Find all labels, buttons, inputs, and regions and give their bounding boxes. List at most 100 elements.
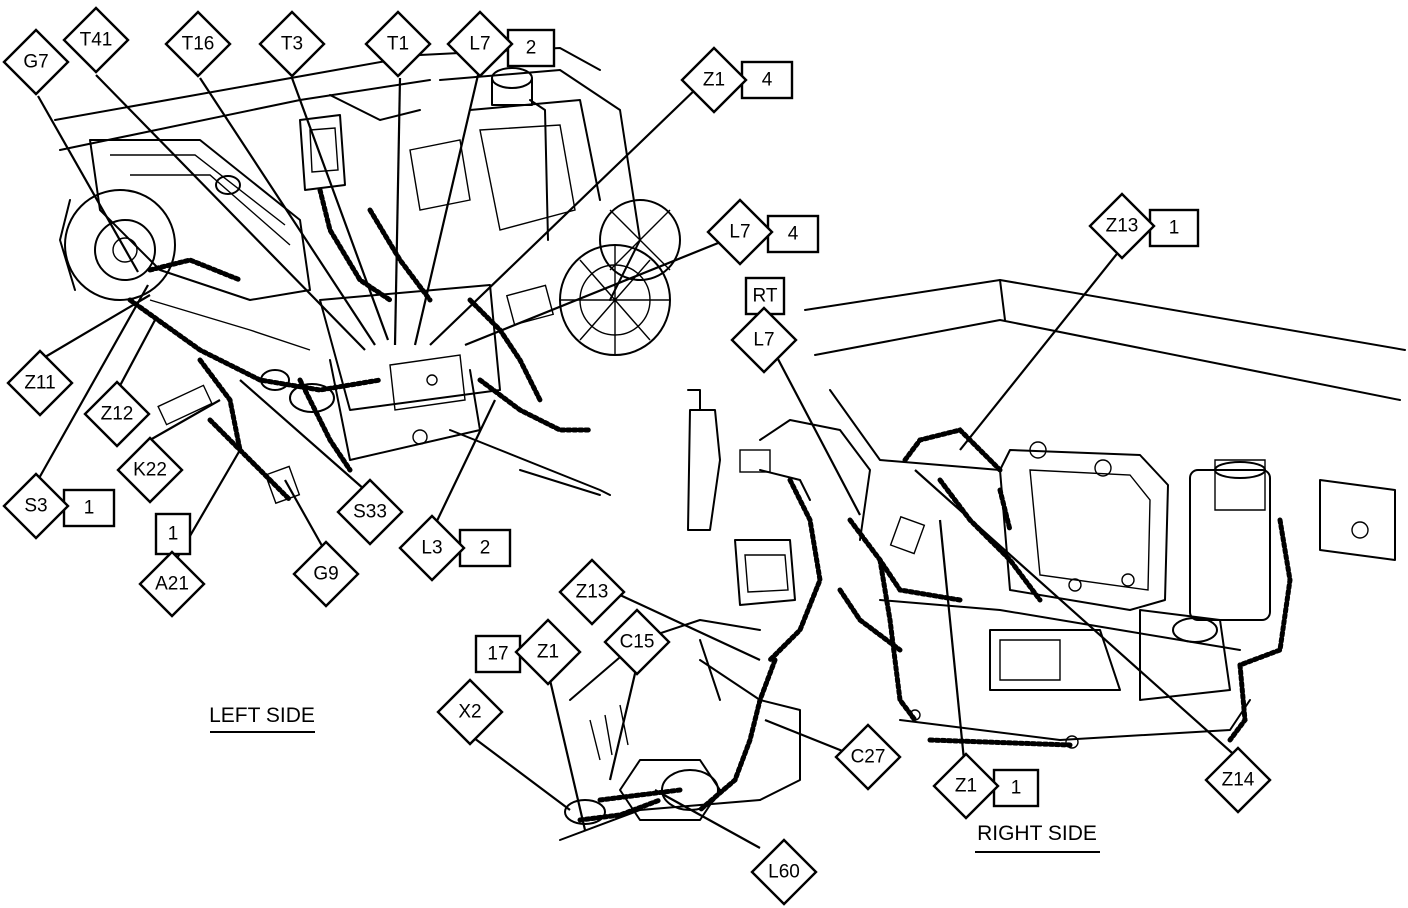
callout-code: L7 — [729, 222, 750, 243]
callout-g7: G7 — [2, 28, 70, 96]
callout-code: G9 — [313, 564, 338, 585]
callout-number-box — [740, 60, 794, 100]
callout-code: L7 — [753, 330, 774, 351]
callout-code: G7 — [23, 52, 48, 73]
callout-l60: L60 — [750, 838, 818, 906]
right-side-label: RIGHT SIDE — [975, 822, 1100, 853]
callout-code: S33 — [353, 502, 387, 523]
callout-diamond — [83, 380, 151, 448]
callout-code: C15 — [620, 632, 655, 653]
callout-number: 2 — [526, 38, 537, 59]
callout-z11: Z11 — [6, 349, 74, 417]
right-side-text: RIGHT SIDE — [977, 822, 1097, 845]
callout-code: L7 — [469, 34, 490, 55]
callout-diamond — [1088, 192, 1156, 260]
callout-number: 2 — [480, 538, 491, 559]
callout-z1-4: 4 Z1 — [680, 46, 794, 114]
callout-z1-17: 17 Z1 — [474, 618, 582, 686]
callout-diamond — [116, 436, 184, 504]
callout-x2: X2 — [436, 678, 504, 746]
callout-c27: C27 — [834, 723, 902, 791]
left-side-engine-drawing — [54, 47, 681, 505]
callout-diamond — [834, 723, 902, 791]
callout-diamond — [680, 46, 748, 114]
callout-code: Z1 — [537, 642, 559, 663]
callout-code: L3 — [421, 538, 442, 559]
callout-diamond — [2, 28, 70, 96]
callout-l7-4: 4L7 — [706, 198, 820, 266]
callout-diamond — [2, 472, 70, 540]
callout-number: 1 — [168, 524, 179, 545]
callout-diamond — [730, 306, 798, 374]
callout-k22: K22 — [116, 436, 184, 504]
callout-z13: Z13 — [558, 558, 626, 626]
callout-diamond — [62, 6, 130, 74]
callout-code: Z12 — [101, 404, 134, 425]
callout-code: Z1 — [955, 776, 977, 797]
callout-code: T3 — [281, 34, 303, 55]
callout-diamond — [6, 349, 74, 417]
callout-diamond — [436, 678, 504, 746]
callout-t16: T16 — [164, 10, 232, 78]
callout-code: T41 — [80, 30, 113, 51]
callout-c15: C15 — [603, 608, 671, 676]
callout-z1-1: 1 Z1 — [932, 752, 1040, 820]
callout-code: T16 — [182, 34, 215, 55]
callout-number: 17 — [487, 644, 508, 665]
callout-number: 1 — [84, 498, 95, 519]
callout-diamond — [932, 752, 1000, 820]
callout-code: T1 — [387, 34, 409, 55]
right-side-engine-drawing — [687, 279, 1406, 749]
callout-s33: S33 — [336, 478, 404, 546]
callout-diamond — [446, 10, 514, 78]
callout-t3: T3 — [258, 10, 326, 78]
callout-g9: G9 — [292, 540, 360, 608]
callout-rt-l7: RT L7 — [730, 276, 798, 374]
callout-diamond — [750, 838, 818, 906]
callout-z13-1: 1 Z13 — [1088, 192, 1200, 260]
callout-diamond — [398, 514, 466, 582]
callout-diamond — [364, 10, 432, 78]
callout-diamond — [292, 540, 360, 608]
callout-leader-lines — [37, 74, 1241, 849]
callout-l3-2: 2 L3 — [398, 514, 512, 582]
callout-diamond — [258, 10, 326, 78]
callout-t41: T41 — [62, 6, 130, 74]
callout-number-box — [1148, 208, 1200, 248]
callout-number: 1 — [1169, 218, 1180, 239]
callout-code: Z11 — [24, 373, 55, 394]
callout-number: RT — [753, 286, 778, 307]
callout-code: Z13 — [576, 582, 609, 603]
callout-diamond — [336, 478, 404, 546]
callout-diamond — [164, 10, 232, 78]
callout-code: S3 — [24, 496, 47, 517]
callout-diamond — [1204, 746, 1272, 814]
callout-number: 4 — [762, 70, 773, 91]
callout-z12: Z12 — [83, 380, 151, 448]
callout-diamond — [558, 558, 626, 626]
callout-z14: Z14 — [1204, 746, 1272, 814]
callout-code: C27 — [851, 747, 886, 768]
callout-s3-1: 1 S3 — [2, 472, 116, 540]
left-side-label: LEFT SIDE — [209, 704, 315, 733]
callout-number-box — [766, 214, 820, 254]
callout-number-box — [458, 528, 512, 568]
callout-code: Z1 — [703, 70, 725, 91]
callout-t1: T1 — [364, 10, 432, 78]
headlamp-area-drawing — [559, 619, 801, 841]
callout-diamond — [706, 198, 774, 266]
callout-code: A21 — [155, 574, 189, 595]
callout-number-box — [154, 512, 192, 556]
callout-diamond — [514, 618, 582, 686]
callout-diamond — [138, 550, 206, 618]
callout-diamond — [603, 608, 671, 676]
callout-code: Z14 — [1222, 770, 1255, 791]
callout-l7-2: 2 L7 — [446, 10, 556, 78]
callout-number: 1 — [1011, 778, 1022, 799]
callout-code: Z13 — [1106, 216, 1139, 237]
callout-number-box — [506, 28, 556, 68]
callout-code: X2 — [458, 702, 481, 723]
